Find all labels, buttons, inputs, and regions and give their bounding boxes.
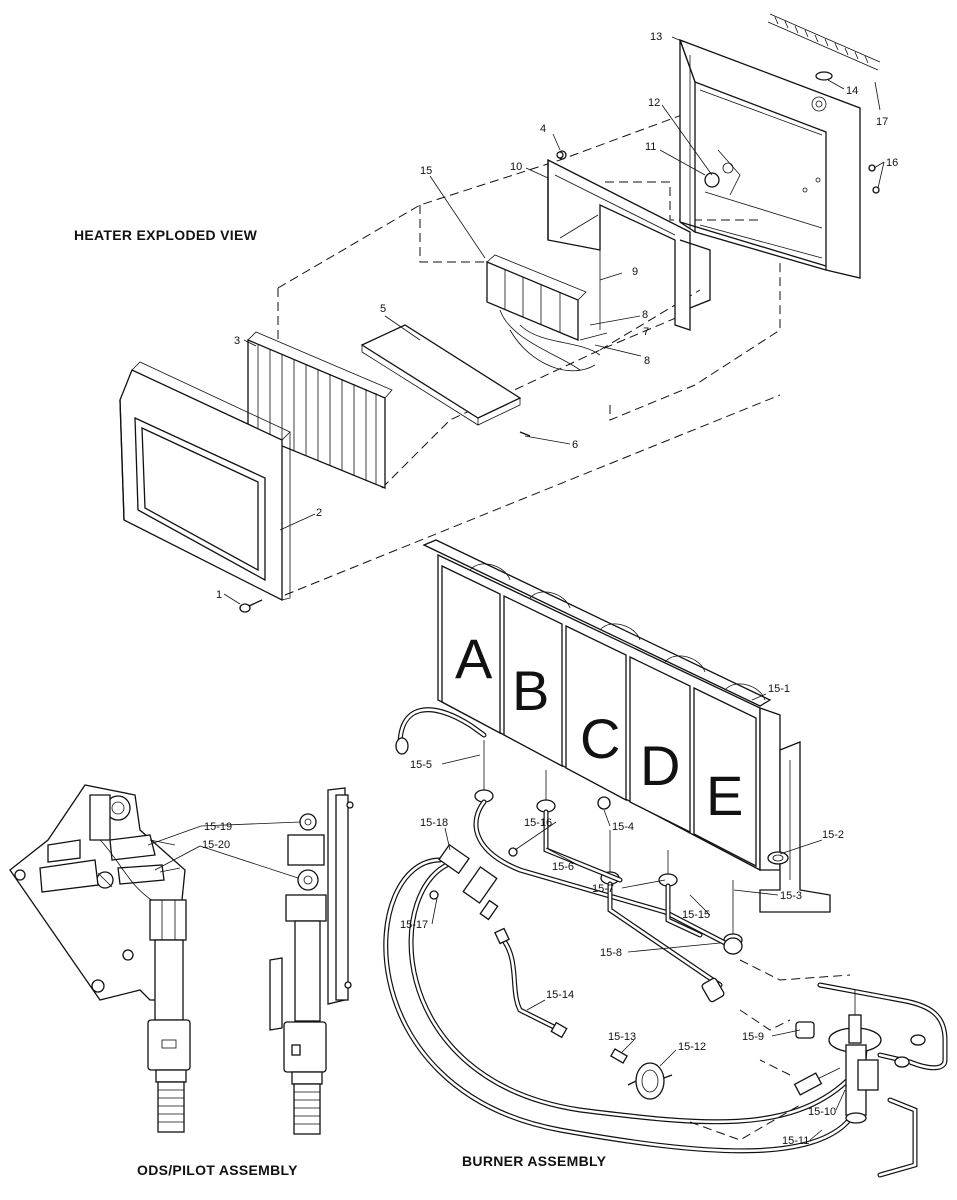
part-label-15-13: 15-13 <box>608 1031 636 1043</box>
top-screen-strip <box>767 13 881 71</box>
heater-exploded-view: 1 2 3 4 5 6 7 8 8 9 10 11 12 13 14 15 16… <box>119 13 898 613</box>
part-label-15-12: 15-12 <box>678 1041 706 1053</box>
burner-panel-e <box>693 686 757 868</box>
heater-exploded-view-title: HEATER EXPLODED VIEW <box>74 227 258 243</box>
part-label-10: 10 <box>510 161 522 173</box>
screw-6 <box>519 431 531 437</box>
part-label-4: 4 <box>540 123 546 135</box>
part-label-15-18: 15-18 <box>420 817 448 829</box>
burner-letter-b: B <box>512 659 549 722</box>
part-label-14: 14 <box>846 85 858 97</box>
part-label-15-14: 15-14 <box>546 989 574 1001</box>
burner-panel-a <box>441 564 501 735</box>
part-label-2: 2 <box>316 507 322 519</box>
part-label-15-5: 15-5 <box>410 759 432 771</box>
burner-assembly-title: BURNER ASSEMBLY <box>462 1153 607 1169</box>
part-label-17: 17 <box>876 116 888 128</box>
part-label-15-8: 15-8 <box>600 947 622 959</box>
burner-mount-bracket <box>547 150 711 331</box>
ods-pilot-assembly: 15-19 15-20 <box>9 784 354 1135</box>
fitting-15-13 <box>610 1048 628 1064</box>
part-label-15-2: 15-2 <box>822 829 844 841</box>
part-label-8a: 8 <box>642 309 648 321</box>
bottom-panel <box>360 324 522 426</box>
pilot-fitting <box>429 843 499 921</box>
burner-letter-a: A <box>455 627 493 690</box>
screw-1 <box>239 599 263 613</box>
burner-letter-d: D <box>640 734 680 797</box>
part-label-3: 3 <box>234 335 240 347</box>
burner-panel-c <box>565 624 627 802</box>
part-label-15-20: 15-20 <box>202 839 230 851</box>
part-label-15-16: 15-16 <box>524 817 552 829</box>
part-label-15-7: 15-7 <box>592 883 614 895</box>
part-label-15-6: 15-6 <box>552 861 574 873</box>
burner-panel-d <box>629 655 691 834</box>
part-label-15: 15 <box>420 165 432 177</box>
ods-pilot-assembly-title: ODS/PILOT ASSEMBLY <box>137 1162 298 1178</box>
front-cabinet <box>119 361 291 602</box>
part-label-8b: 8 <box>644 355 650 367</box>
part-label-15-15: 15-15 <box>682 909 710 921</box>
part-label-16: 16 <box>886 157 898 169</box>
part-label-6: 6 <box>572 439 578 451</box>
part-label-15-4: 15-4 <box>612 821 634 833</box>
burner-assembly: A B C D E <box>383 539 948 1178</box>
part-label-15-17: 15-17 <box>400 919 428 931</box>
gas-valve <box>793 990 882 1124</box>
pressure-regulator <box>627 1062 673 1100</box>
part-label-11: 11 <box>645 141 656 153</box>
part-label-15-10: 15-10 <box>808 1106 836 1118</box>
part-label-15-3: 15-3 <box>780 890 802 902</box>
part-label-15-1: 15-1 <box>768 683 790 695</box>
part-label-7: 7 <box>643 326 649 338</box>
fitting-15-9 <box>795 1021 815 1039</box>
back-casing <box>678 38 880 279</box>
radiant-grille <box>247 331 393 489</box>
part-label-15-11: 15-11 <box>782 1135 809 1147</box>
screw-4 <box>556 151 564 159</box>
part-label-12: 12 <box>648 97 660 109</box>
burner-letter-e: E <box>706 764 743 827</box>
part-label-15-9: 15-9 <box>742 1031 764 1043</box>
part-label-9: 9 <box>632 266 638 278</box>
part-label-15-19: 15-19 <box>204 821 232 833</box>
part-label-1: 1 <box>216 589 222 601</box>
part-label-5: 5 <box>380 303 386 315</box>
part-label-13: 13 <box>650 31 662 43</box>
burner-bank-small <box>486 254 601 372</box>
burner-panel-b <box>503 594 563 768</box>
burner-letter-c: C <box>580 707 620 770</box>
